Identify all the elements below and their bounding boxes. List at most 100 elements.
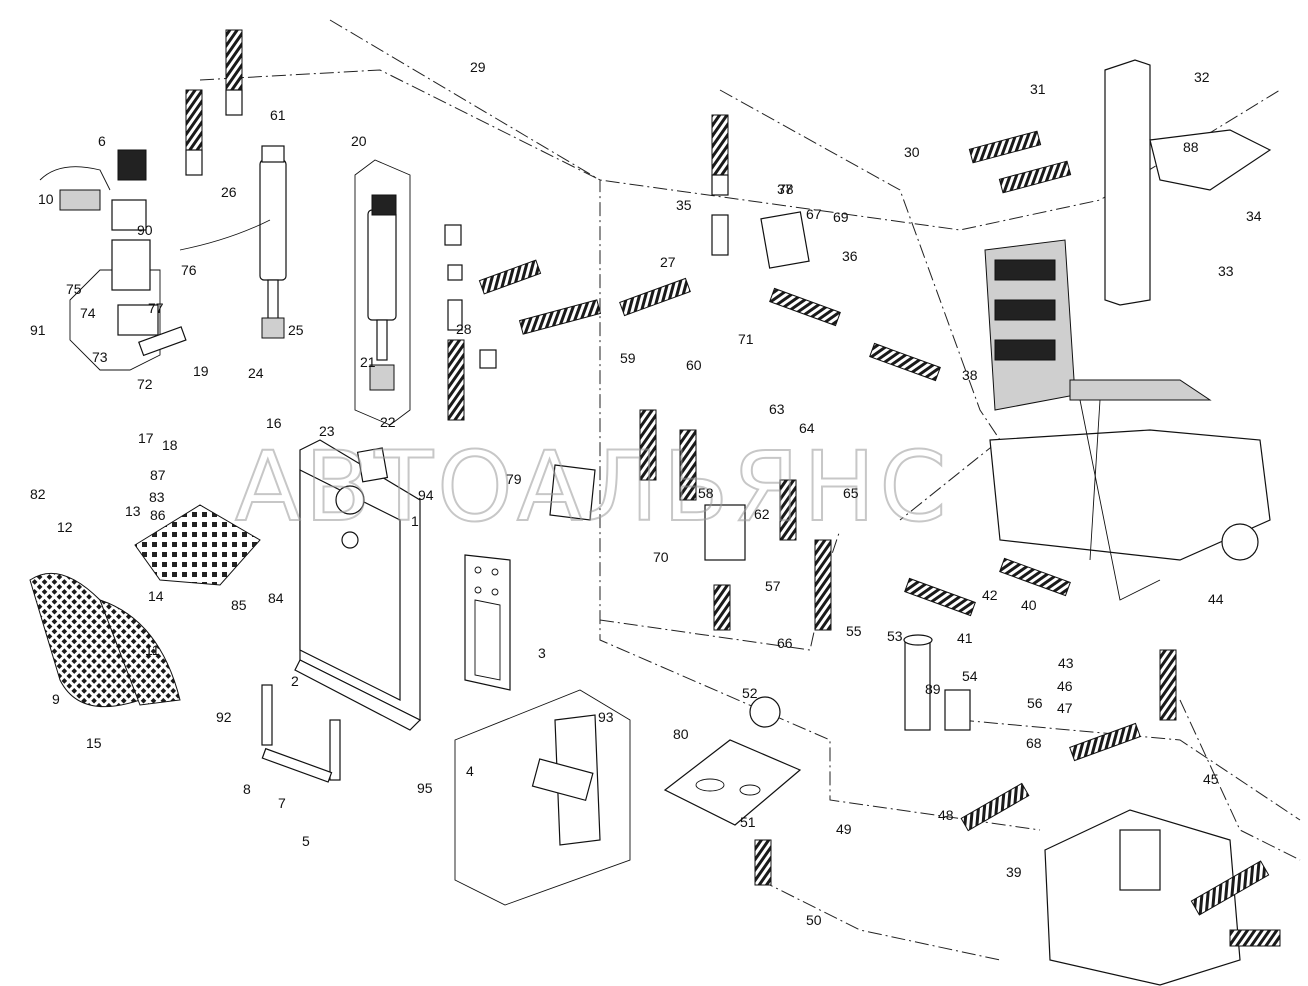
callout: 52	[742, 685, 758, 701]
callout: 38	[962, 367, 978, 383]
callout: 55	[846, 623, 862, 639]
callout: 21	[360, 354, 376, 370]
callout: 33	[1218, 263, 1234, 279]
callout: 80	[673, 726, 689, 742]
callout: 54	[962, 668, 978, 684]
callout: 86	[150, 507, 166, 523]
callout: 32	[1194, 69, 1210, 85]
callout: 50	[806, 912, 822, 928]
callout: 74	[80, 305, 96, 321]
callout: 2	[291, 673, 299, 689]
callout: 73	[92, 349, 108, 365]
callout: 88	[1183, 139, 1199, 155]
callout: 27	[660, 254, 676, 270]
callout: 3	[538, 645, 546, 661]
watermark: АВТОАЛЬЯНС	[235, 431, 950, 543]
callout: 19	[193, 363, 209, 379]
callout: 7	[278, 795, 286, 811]
control-valve-assembly	[39, 149, 187, 371]
callout: 62	[754, 506, 770, 522]
callout: 22	[380, 414, 396, 430]
callout: 29	[470, 59, 486, 75]
callout: 6	[98, 133, 106, 149]
callout: 90	[137, 222, 153, 238]
callout: 70	[653, 549, 669, 565]
floor-plate-85	[134, 504, 261, 586]
fitting-group-35	[619, 114, 941, 382]
callout: 1	[411, 513, 419, 529]
callout: 85	[231, 597, 247, 613]
callout: 68	[1026, 735, 1042, 751]
callout: 65	[843, 485, 859, 501]
callout: 12	[57, 519, 73, 535]
chassis-frame	[1044, 809, 1281, 986]
callout: 13	[125, 503, 141, 519]
callout: 75	[66, 281, 82, 297]
callout: 23	[319, 423, 335, 439]
callout: 63	[769, 401, 785, 417]
callout: 37	[777, 181, 793, 197]
callout: 59	[620, 350, 636, 366]
callout: 82	[30, 486, 46, 502]
hydraulic-cylinder-box	[354, 159, 411, 426]
callout: 24	[248, 365, 264, 381]
callout: 49	[836, 821, 852, 837]
callout: 53	[887, 628, 903, 644]
callout: 66	[777, 635, 793, 651]
callout: 18	[162, 437, 178, 453]
callout: 83	[149, 489, 165, 505]
callout: 20	[351, 133, 367, 149]
callout: 61	[270, 107, 286, 123]
bracket-3	[464, 554, 511, 691]
callout: 41	[957, 630, 973, 646]
manifold-bar	[968, 59, 1272, 306]
callout: 89	[925, 681, 941, 697]
callout: 48	[938, 807, 954, 823]
callout: 67	[806, 206, 822, 222]
callout: 17	[138, 430, 154, 446]
callout: 60	[686, 357, 702, 373]
callout: 93	[598, 709, 614, 725]
callout: 45	[1203, 771, 1219, 787]
callout: 26	[221, 184, 237, 200]
callout: 11	[145, 642, 160, 658]
callout-labels: 1 2 3 4 5 6 7 8 9 10 11 12 13 14 15 16 1…	[30, 59, 1262, 928]
callout: 71	[738, 331, 754, 347]
filter-53	[903, 634, 971, 731]
callout: 14	[148, 588, 164, 604]
callout: 94	[418, 487, 434, 503]
callout: 42	[982, 587, 998, 603]
callout: 51	[740, 814, 756, 830]
callout: 56	[1027, 695, 1043, 711]
callout: 79	[506, 471, 522, 487]
callout: 10	[38, 191, 54, 207]
callout: 39	[1006, 864, 1022, 880]
callout: 78	[778, 181, 794, 197]
callout: 69	[833, 209, 849, 225]
callout: 40	[1021, 597, 1037, 613]
valve-bank	[984, 239, 1076, 411]
callout: 47	[1057, 700, 1073, 716]
machine-view	[989, 379, 1271, 601]
callout: 35	[676, 197, 692, 213]
callout: 76	[181, 262, 197, 278]
callout: 15	[86, 735, 102, 751]
callout: 43	[1058, 655, 1074, 671]
gauge-52	[663, 696, 802, 826]
callout: 9	[52, 691, 60, 707]
frame-plate	[294, 439, 422, 731]
callout: 4	[466, 763, 474, 779]
callout: 87	[150, 467, 166, 483]
callout: 46	[1057, 678, 1073, 694]
top-hoses	[185, 29, 243, 176]
callout: 92	[216, 709, 232, 725]
callout: 28	[456, 321, 472, 337]
plates-92	[261, 684, 341, 783]
callout: 91	[30, 322, 46, 338]
bracket-box-95	[454, 689, 631, 906]
callout: 44	[1208, 591, 1224, 607]
callout: 5	[302, 833, 310, 849]
valve-block-57	[549, 409, 832, 631]
